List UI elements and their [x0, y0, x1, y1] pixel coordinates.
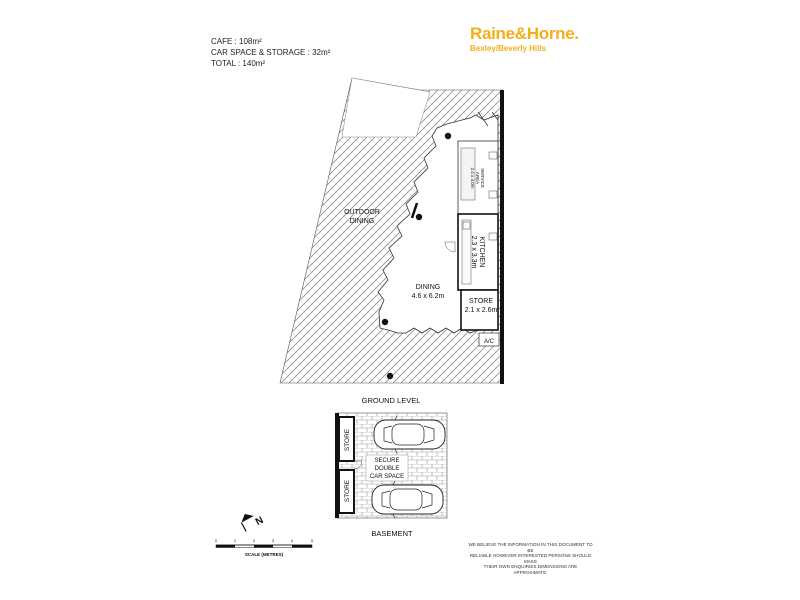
post	[386, 372, 394, 380]
car-space-label: CAR SPACE	[370, 474, 404, 480]
service-area-label: SERVICE	[480, 168, 485, 188]
disclaimer-line: WE BELIEVE THE INFORMATION IN THIS DOCUM…	[468, 542, 593, 553]
entry-step	[477, 111, 499, 127]
north-arrow-icon: N	[240, 514, 266, 532]
kitchen-fixture	[488, 232, 498, 241]
area-summary: CAFE : 108m² CAR SPACE & STORAGE : 32m² …	[211, 36, 330, 69]
service-counter	[460, 147, 476, 201]
dining-size: 4.6 x 6.2m	[412, 293, 445, 300]
ac-unit	[478, 332, 500, 347]
north-letter: N	[254, 515, 266, 528]
kitchen-bench	[461, 219, 472, 285]
basement-store-label: STORE	[344, 428, 351, 451]
screen-wall	[410, 202, 419, 219]
door-swing	[353, 460, 363, 470]
cafe-area: CAFE : 108m²	[211, 37, 262, 46]
scale-tick: 3	[272, 538, 275, 543]
total-area: TOTAL : 140m²	[211, 59, 266, 68]
disclaimer-line: RELIABLE HOWEVER INTERESTED PERSONS SHOU…	[469, 553, 592, 564]
lawn-strip	[341, 77, 431, 138]
scale-bar: 0 1 2 3 4 5 SCALE (METRES)	[215, 538, 314, 557]
scale-tick: 0	[215, 538, 218, 543]
ac-label: A/C	[484, 339, 495, 345]
car-space-label: SECURE	[374, 458, 399, 464]
brand-logo: Raine&Horne. Bexley/Beverly Hills	[470, 24, 579, 54]
scale-tick: 4	[291, 538, 294, 543]
kitchen-sink	[462, 221, 471, 230]
disclaimer-line: THEIR OWN ENQUIRIES DIMENSIONS ARE APPRO…	[483, 564, 578, 575]
car-icon	[371, 480, 444, 519]
ground-level-title: GROUND LEVEL	[362, 396, 421, 405]
boundary-wall	[500, 90, 504, 384]
outdoor-dining-label: OUTDOOR	[344, 209, 380, 216]
post	[415, 213, 423, 221]
scale-tick: 5	[311, 538, 314, 543]
basement-store-label: STORE	[344, 479, 351, 502]
kitchen-label: KITCHEN	[478, 237, 485, 268]
service-fixture	[488, 190, 498, 199]
scale-tick: 2	[253, 538, 256, 543]
service-area-label: AREA	[475, 172, 480, 184]
ground-level-plan: OUTDOOR DINING DINING 4.6 x 6.2m STORE 2…	[279, 77, 504, 405]
brand-office: Bexley/Beverly Hills	[470, 44, 547, 53]
disclaimer: WE BELIEVE THE INFORMATION IN THIS DOCUM…	[468, 542, 593, 576]
car-icon	[373, 415, 446, 454]
car-space-label-box	[365, 454, 409, 482]
basement-wall	[335, 413, 339, 518]
car-space-label: DOUBLE	[375, 466, 400, 472]
brand-name: Raine&Horne.	[470, 24, 579, 43]
outdoor-dining-label: DINING	[350, 218, 375, 225]
store-room	[460, 289, 499, 331]
post	[444, 132, 452, 140]
basement-plan: SECURE DOUBLE CAR SPACE STORE STORE BASE…	[335, 412, 448, 538]
scale-tick: 1	[234, 538, 237, 543]
service-area-size: 2.4 x 4.0m	[470, 167, 475, 188]
service-fixture	[488, 151, 498, 160]
dining-label: DINING	[416, 284, 441, 291]
car-storage-area: CAR SPACE & STORAGE : 32m²	[211, 48, 331, 57]
kitchen-size: 2.3 x 3.3m	[470, 236, 477, 269]
store-size: 2.1 x 2.6m	[465, 307, 498, 314]
store-label: STORE	[469, 298, 493, 305]
basement-title: BASEMENT	[371, 529, 413, 538]
scale-label: SCALE (METRES)	[245, 552, 284, 557]
door-swing	[444, 241, 456, 253]
post	[381, 318, 389, 326]
